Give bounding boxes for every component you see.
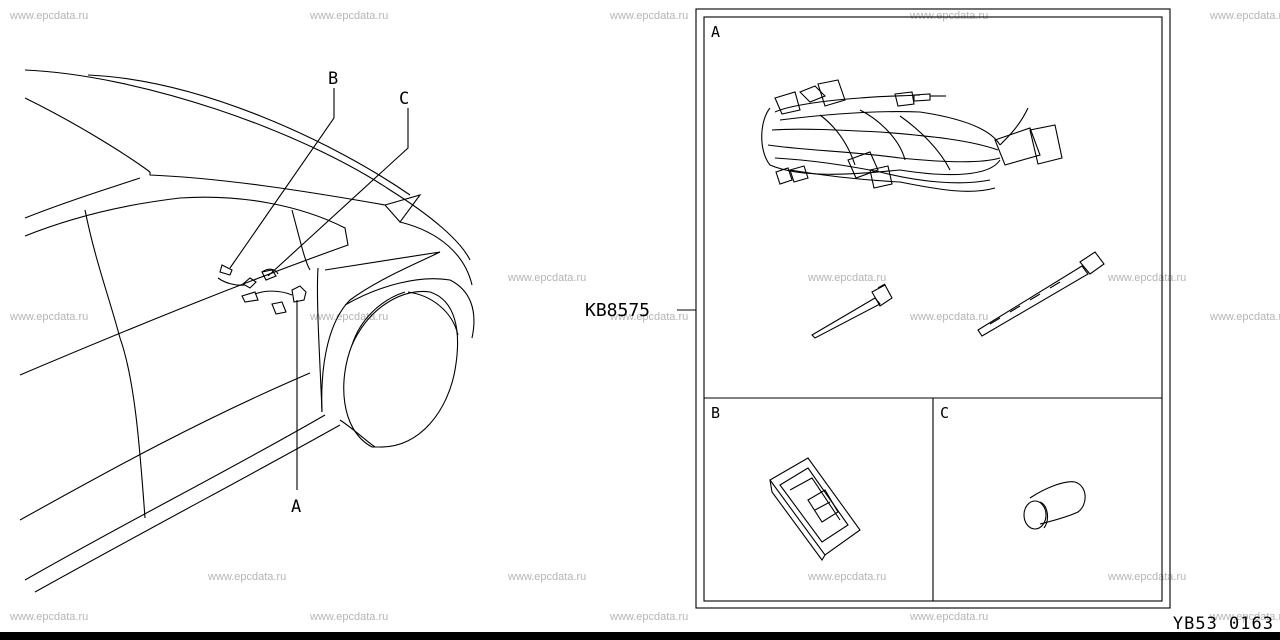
watermark: www.epcdata.ru <box>808 272 887 284</box>
callout-c-label: C <box>399 89 409 109</box>
watermark: www.epcdata.ru <box>1210 311 1280 323</box>
kit-part-number: KB8575 <box>585 300 650 321</box>
wire-harness-drawing <box>761 79 1063 192</box>
parts-box-outer <box>695 8 1171 609</box>
panel-b-label: B <box>711 404 720 422</box>
watermark: www.epcdata.ru <box>310 611 389 623</box>
leader-lines <box>229 88 409 490</box>
car-front-view <box>19 69 475 593</box>
cable-tie-long <box>977 251 1105 337</box>
watermark: www.epcdata.ru <box>910 611 989 623</box>
watermark: www.epcdata.ru <box>910 10 989 22</box>
watermark: www.epcdata.ru <box>310 311 389 323</box>
watermark: www.epcdata.ru <box>610 311 689 323</box>
watermark: www.epcdata.ru <box>208 571 287 583</box>
watermark: www.epcdata.ru <box>10 611 89 623</box>
panel-a-label: A <box>711 23 720 41</box>
callout-b-label: B <box>328 69 338 89</box>
watermark: www.epcdata.ru <box>1210 10 1280 22</box>
watermark: www.epcdata.ru <box>1108 272 1187 284</box>
watermark: www.epcdata.ru <box>610 10 689 22</box>
grommet-drawing <box>1023 481 1086 530</box>
watermark: www.epcdata.ru <box>1108 571 1187 583</box>
cable-tie-short <box>811 283 893 339</box>
panel-c-label: C <box>940 404 949 422</box>
diagram-code: YB53 0163 <box>1172 614 1274 634</box>
bottom-bar <box>0 632 1280 640</box>
callout-a-label: A <box>291 497 301 517</box>
watermark: www.epcdata.ru <box>310 10 389 22</box>
watermark: www.epcdata.ru <box>610 611 689 623</box>
watermark: www.epcdata.ru <box>508 272 587 284</box>
watermark: www.epcdata.ru <box>808 571 887 583</box>
installed-parts <box>217 264 307 315</box>
clip-drawing <box>769 457 861 561</box>
watermark: www.epcdata.ru <box>10 10 89 22</box>
watermark: www.epcdata.ru <box>910 311 989 323</box>
watermark: www.epcdata.ru <box>508 571 587 583</box>
watermark: www.epcdata.ru <box>1210 611 1280 623</box>
watermark: www.epcdata.ru <box>10 311 89 323</box>
